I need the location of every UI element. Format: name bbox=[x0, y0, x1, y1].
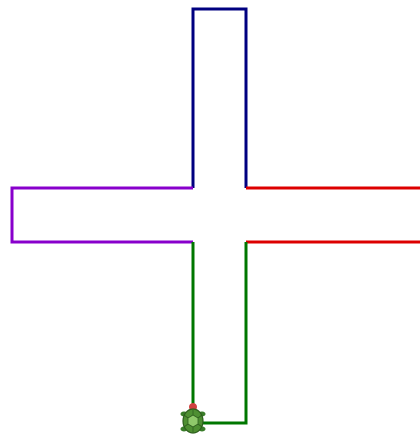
cross-top-arm bbox=[191, 7, 248, 188]
cross-bottom-arm bbox=[191, 242, 248, 425]
turtle-icon bbox=[180, 403, 206, 434]
cross-left-arm bbox=[10, 186, 193, 244]
